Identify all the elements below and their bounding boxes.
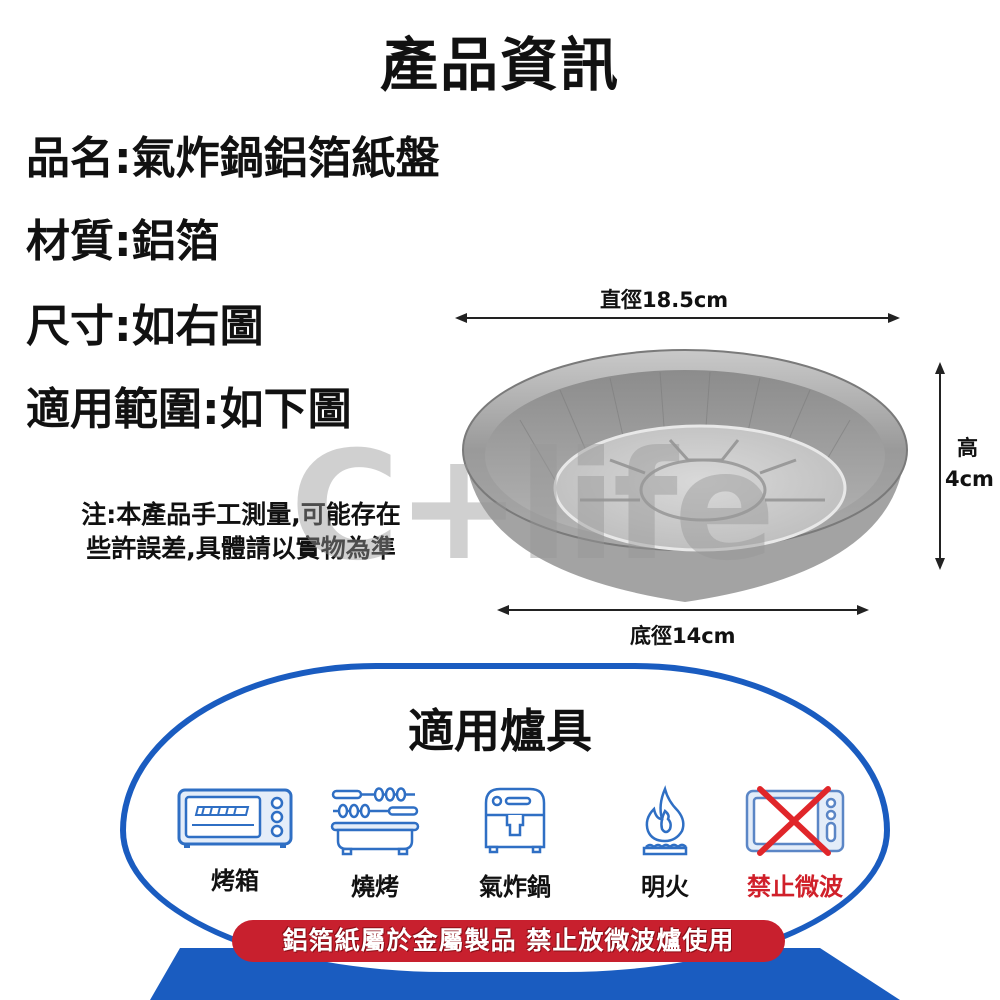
appliance-open-flame: 明火 [595, 785, 735, 902]
air-fryer-icon [484, 787, 546, 854]
spec-usage-range: 適用範圍:如下圖 [26, 384, 352, 435]
spec-material: 材質:鋁箔 [26, 216, 220, 267]
appliance-bbq-grill: 燒烤 [305, 785, 445, 902]
spec-size: 尺寸:如右圖 [26, 301, 264, 352]
note-line-2: 些許誤差,具體請以實物為準 [86, 534, 396, 563]
height-value: 4cm [945, 467, 994, 491]
applicable-stoves-title: 適用爐具 [408, 704, 592, 758]
bbq-grill-icon [330, 787, 420, 856]
appliance-label: 氣炸鍋 [479, 873, 551, 901]
diameter-label: 直徑18.5cm [600, 288, 729, 312]
diameter-arrow-icon [455, 313, 900, 323]
page-title: 產品資訊 [379, 31, 620, 99]
appliance-air-fryer: 氣炸鍋 [445, 785, 585, 902]
note-line-1: 注:本產品手工測量,可能存在 [81, 500, 401, 529]
appliance-label-prohibited: 禁止微波 [747, 873, 843, 901]
base-diameter-arrow-icon [497, 605, 869, 615]
microwave-warning-banner: 鋁箔紙屬於金屬製品 禁止放微波爐使用 [232, 920, 785, 962]
appliance-label: 烤箱 [211, 867, 259, 895]
height-label: 高 [957, 436, 978, 460]
aluminum-foil-pan-image [462, 349, 908, 602]
appliance-label: 燒烤 [351, 873, 399, 901]
measurement-note: 注:本產品手工測量,可能存在 些許誤差,具體請以實物為準 [26, 498, 456, 566]
appliance-microwave-prohibited: 禁止微波 [725, 785, 865, 902]
height-arrow-icon [935, 362, 945, 570]
toaster-oven-icon [177, 788, 293, 848]
spec-product-name: 品名:氣炸鍋鋁箔紙盤 [26, 133, 440, 184]
base-diameter-label: 底徑14cm [630, 624, 736, 648]
appliance-toaster-oven: 烤箱 [165, 785, 305, 896]
gas-flame-icon [642, 785, 688, 856]
microwave-prohibited-icon [745, 786, 845, 856]
appliance-label: 明火 [641, 873, 689, 901]
